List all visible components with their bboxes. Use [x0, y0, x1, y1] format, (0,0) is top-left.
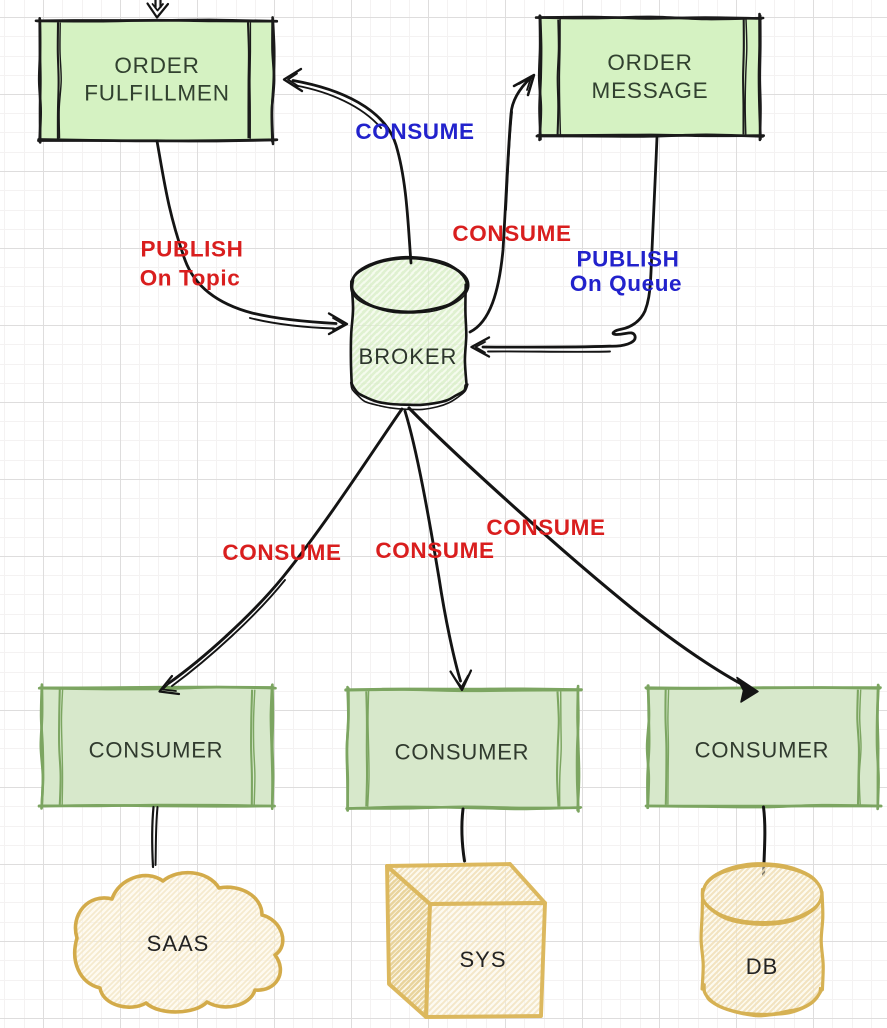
svg-text:SYS: SYS [459, 947, 506, 972]
svg-text:DB: DB [746, 954, 779, 979]
svg-text:On Queue: On Queue [570, 271, 682, 296]
svg-text:ORDER: ORDER [114, 53, 199, 78]
svg-text:CONSUME: CONSUME [452, 221, 571, 246]
svg-text:CONSUME: CONSUME [375, 538, 494, 563]
svg-text:ORDER: ORDER [607, 50, 692, 75]
svg-text:CONSUME: CONSUME [222, 540, 341, 565]
svg-text:On Topic: On Topic [140, 266, 241, 291]
svg-text:CONSUMER: CONSUMER [695, 738, 830, 763]
svg-text:CONSUME: CONSUME [355, 119, 474, 144]
svg-text:CONSUMER: CONSUMER [89, 738, 224, 763]
svg-text:PUBLISH: PUBLISH [577, 247, 680, 272]
svg-text:SAAS: SAAS [147, 931, 210, 956]
svg-text:BROKER: BROKER [359, 344, 458, 369]
svg-text:MESSAGE: MESSAGE [592, 78, 709, 103]
svg-text:CONSUMER: CONSUMER [395, 740, 530, 765]
svg-text:PUBLISH: PUBLISH [141, 237, 244, 262]
svg-text:CONSUME: CONSUME [486, 515, 605, 540]
svg-text:FULFILLMEN: FULFILLMEN [84, 81, 230, 106]
